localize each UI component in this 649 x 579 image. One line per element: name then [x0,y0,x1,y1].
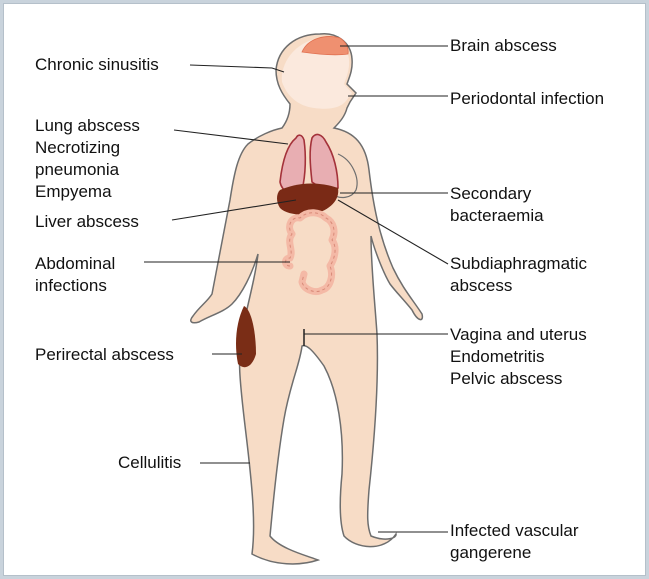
label-infections: infections [35,275,115,297]
label-gangerene: gangerene [450,542,579,564]
label-perirectal-abscess: Perirectal abscess [35,344,174,366]
label-abscess: abscess [450,275,587,297]
leader-chronic-sinusitis [190,65,284,72]
label-vascular-gangrene: Infected vascular gangerene [450,520,579,564]
label-chronic-sinusitis: Chronic sinusitis [35,54,159,76]
label-cellulitis: Cellulitis [118,452,181,474]
label-necrotizing: Necrotizing [35,137,140,159]
label-subdiaphragmatic: Subdiaphragmatic [450,253,587,275]
label-abdominal: Abdominal [35,253,115,275]
label-secondary-bacteraemia: Secondary bacteraemia [450,183,544,227]
label-pneumonia: pneumonia [35,159,140,181]
label-liver-abscess: Liver abscess [35,211,139,233]
body-silhouette [191,34,423,564]
label-lung-group: Lung abscess Necrotizing pneumonia Empye… [35,115,140,203]
label-pelvic-group: Vagina and uterus Endometritis Pelvic ab… [450,324,587,390]
label-secondary: Secondary [450,183,544,205]
label-periodontal-infection: Periodontal infection [450,88,604,110]
label-endometritis: Endometritis [450,346,587,368]
label-pelvic-abscess: Pelvic abscess [450,368,587,390]
label-empyema: Empyema [35,181,140,203]
label-brain-abscess: Brain abscess [450,35,557,57]
label-subdiaphragmatic-abscess: Subdiaphragmatic abscess [450,253,587,297]
diagram-frame: Chronic sinusitis Brain abscess Periodon… [4,4,645,575]
label-lung-abscess: Lung abscess [35,115,140,137]
label-bacteraemia: bacteraemia [450,205,544,227]
label-abdominal-infections: Abdominal infections [35,253,115,297]
label-vagina-uterus: Vagina and uterus [450,324,587,346]
label-infected-vascular: Infected vascular [450,520,579,542]
